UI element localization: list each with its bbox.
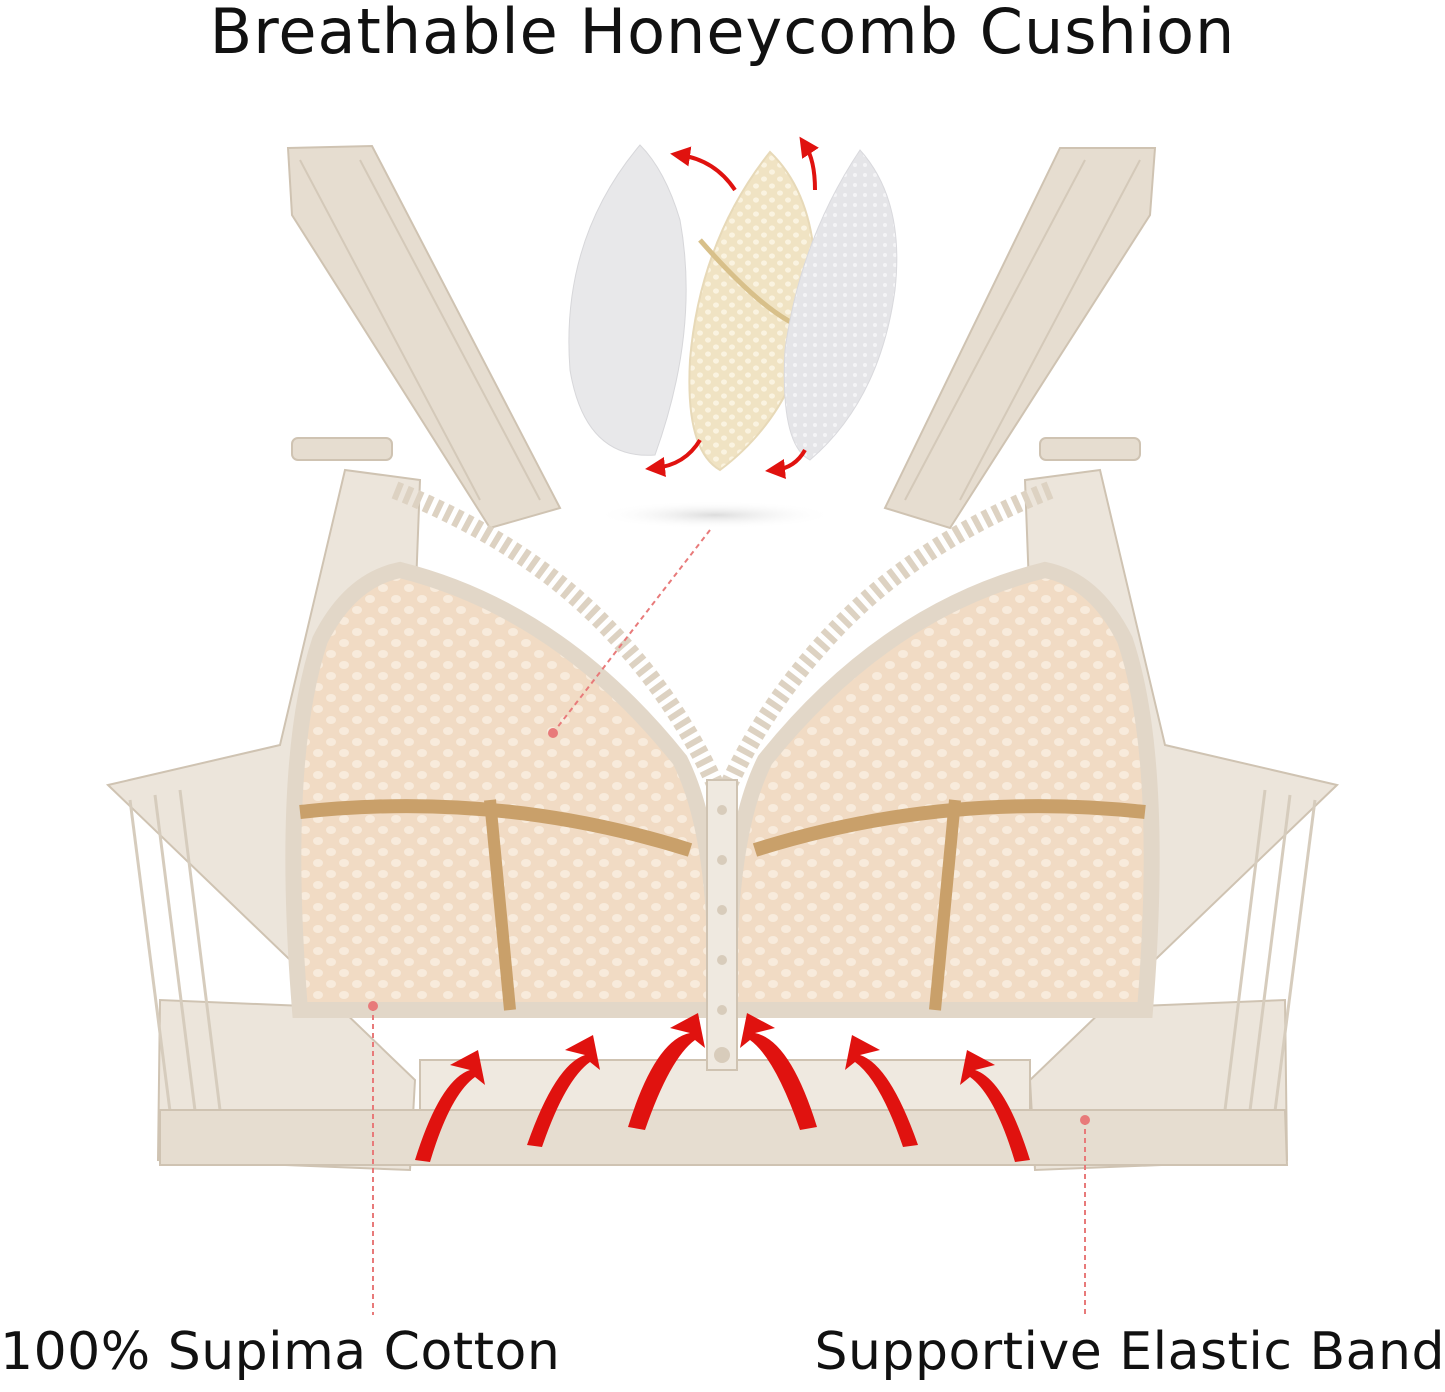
leader-dot: [368, 1001, 378, 1011]
left-strap: [286, 144, 562, 530]
red-curved-arrow: [960, 1050, 1030, 1162]
leader-dot: [1080, 1115, 1090, 1125]
bra-body: [105, 468, 1340, 1172]
right-strap: [883, 147, 1157, 530]
support-arrows: [415, 1013, 1030, 1162]
red-curved-arrow: [670, 146, 737, 192]
label-supima-cotton: 100% Supima Cotton: [0, 1322, 561, 1382]
red-curved-arrow: [799, 136, 819, 191]
page-title: Breathable Honeycomb Cushion: [209, 0, 1236, 68]
red-curved-arrow: [527, 1035, 600, 1147]
red-curved-arrow: [765, 448, 807, 479]
red-curved-arrow: [645, 438, 702, 477]
red-curved-arrow: [415, 1050, 485, 1162]
label-elastic-band: Supportive Elastic Band: [814, 1322, 1445, 1382]
red-curved-arrow: [740, 1013, 817, 1130]
red-curved-arrow: [845, 1035, 918, 1147]
leader-dot: [548, 728, 558, 738]
cushion-layer-icons: [568, 136, 898, 529]
red-curved-arrow: [628, 1013, 705, 1130]
leader-lines: [372, 529, 1086, 1315]
